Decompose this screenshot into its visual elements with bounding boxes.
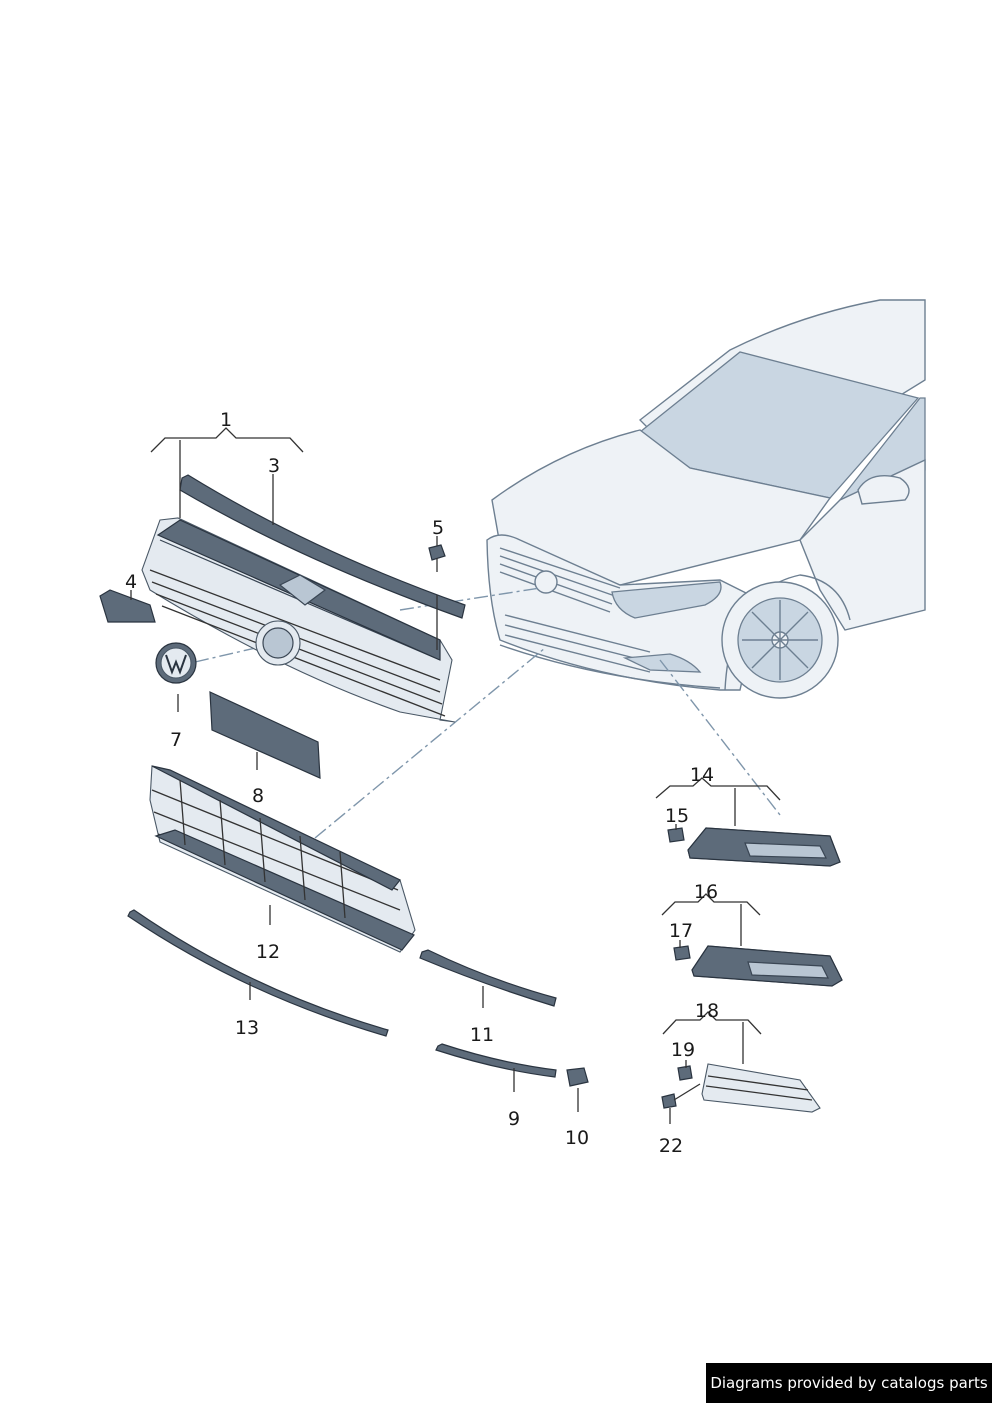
callout-19: 19 xyxy=(671,1039,695,1061)
part-11-molding xyxy=(419,949,557,1007)
part-4-bracket xyxy=(99,589,156,623)
part-1-radiator-grille xyxy=(141,517,456,723)
credit-banner: Diagrams provided by catalogs parts xyxy=(706,1363,992,1403)
callout-22: 22 xyxy=(659,1135,683,1157)
part-3-trim-strip xyxy=(179,474,466,619)
part-13-molding xyxy=(127,909,389,1037)
callout-3: 3 xyxy=(268,455,280,477)
side-mirror xyxy=(857,475,910,505)
part-9-molding xyxy=(435,1043,557,1078)
part-10-clip xyxy=(566,1067,589,1087)
callout-14: 14 xyxy=(690,764,714,786)
part-19-clip xyxy=(677,1065,693,1081)
callout-7: 7 xyxy=(170,729,182,751)
car-badge xyxy=(534,570,558,594)
callout-15: 15 xyxy=(665,805,689,827)
part-17-clip xyxy=(673,945,691,961)
leader-lines xyxy=(130,427,781,1124)
callout-13: 13 xyxy=(235,1017,259,1039)
part-15-clip xyxy=(667,827,685,843)
part-7-emblem xyxy=(155,642,197,684)
callout-4: 4 xyxy=(125,571,137,593)
callout-5: 5 xyxy=(432,517,444,539)
headlight xyxy=(611,581,722,619)
callout-16: 16 xyxy=(694,881,718,903)
callout-10: 10 xyxy=(565,1127,589,1149)
car-illustration xyxy=(486,299,926,699)
part-5-screw xyxy=(428,544,446,572)
callout-labels: 1 3 4 5 7 8 12 13 11 9 10 14 15 16 17 18… xyxy=(125,409,719,1157)
callout-9: 9 xyxy=(508,1108,520,1130)
part-12-lower-grille xyxy=(149,765,416,953)
callout-11: 11 xyxy=(470,1024,494,1046)
callout-18: 18 xyxy=(695,1000,719,1022)
part-22-screw xyxy=(661,1083,701,1109)
callout-17: 17 xyxy=(669,920,693,942)
part-16-fog-grille xyxy=(691,945,843,987)
callout-12: 12 xyxy=(256,941,280,963)
callout-1: 1 xyxy=(220,409,232,431)
callout-8: 8 xyxy=(252,785,264,807)
part-18-fog-grille xyxy=(701,1063,821,1113)
part-14-fog-grille xyxy=(687,827,841,867)
part-8-license-plate-bracket xyxy=(209,691,321,779)
